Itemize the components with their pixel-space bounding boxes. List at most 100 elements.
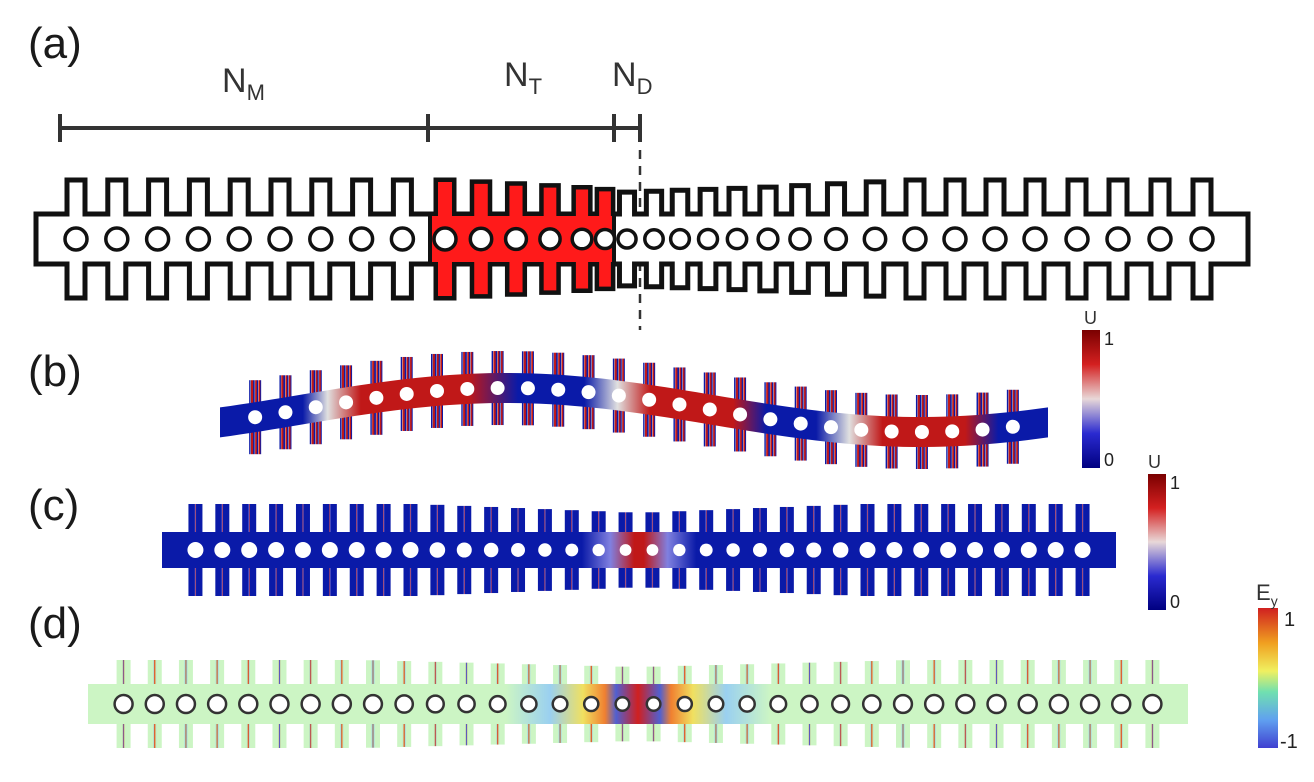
mode-hole [967,542,984,558]
mode-hole [913,542,930,558]
mode-hole [538,543,552,557]
beam-hole [104,226,130,252]
mode-hole [645,695,662,713]
mode-hole [581,385,596,400]
colorbar-b-max: 1 [1104,329,1114,349]
mirror-segment-label: NM [222,62,265,105]
beam-hole [668,227,692,251]
beam-hole [226,226,252,252]
mode-hole [268,542,285,558]
mode-hole [726,543,740,557]
mode-hole [800,694,819,714]
mode-hole [1017,693,1038,715]
mode-hole [831,694,851,714]
beam-hole [570,227,594,251]
mode-hole [429,542,446,558]
mode-hole [362,693,384,715]
mode-hole [402,542,419,558]
mode-hole [738,695,756,713]
mode-hole [520,381,535,396]
mode-hole [702,402,717,417]
mode-hole [331,693,353,715]
mode-hole [1047,542,1064,558]
beam-hole [1189,226,1215,252]
mode-hole [1020,542,1037,558]
mode-hole [490,381,505,396]
beam-hole [432,226,458,252]
beam-hole [788,227,812,251]
mode-hole [300,693,321,715]
mode-hole [294,542,311,558]
mode-hole [582,695,600,713]
mode-hole [861,694,882,714]
mode-hole [1005,419,1020,434]
beam-hole [538,227,562,251]
mode-hole [642,392,657,407]
beam-hole [63,226,89,252]
mode-hole [614,695,631,713]
mode-beam-body [88,660,1188,748]
mode-beam-strip [162,532,1116,568]
mode-hole [520,695,538,713]
mode-hole [699,543,713,557]
mode-hole [238,693,259,715]
beam-hole [643,228,665,250]
mode-hole [923,693,945,715]
beam-hole [1105,226,1131,252]
mode-hole [339,395,354,410]
taper-segment-label: NT [504,56,542,99]
mode-hole [488,694,507,714]
mode-hole [308,400,323,415]
mode-hole [673,543,686,557]
beam-hole [1147,226,1173,252]
mode-hole [914,424,929,439]
mode-hole [565,543,579,557]
beam-hole [593,227,617,251]
mode-hole [592,543,605,557]
mode-hole [779,542,795,558]
colorbar-b-title: U [1084,308,1097,328]
mode-hole [940,542,957,558]
mode-hole [113,693,134,715]
mode-hole [986,693,1007,715]
mode-hole [892,693,914,715]
colorbar-c-min: 0 [1170,592,1180,612]
panel-label-a: (a) [28,19,82,68]
mode-hole [993,542,1010,558]
mode-hole [369,390,384,405]
mode-hole [955,693,976,715]
mode-hole [430,383,444,398]
optical-mode-d [88,660,1188,748]
mode-hole [175,693,197,715]
beam-hole [616,228,638,250]
colorbar-d-title: Ey [1256,580,1278,609]
mode-hole [646,544,659,556]
beam-hole [468,226,494,252]
mode-hole [511,543,526,557]
mode-hole [619,544,632,556]
mode-hole [824,420,838,435]
mode-hole [1048,693,1070,715]
colorbar-c: U 1 0 [1148,452,1180,612]
panel-label-d: (d) [28,599,82,648]
beam-hole [696,227,720,251]
mode-hole [457,694,476,714]
beam-hole [144,226,171,252]
mode-hole [806,542,822,558]
mode-beam-strip [88,684,1188,724]
mode-hole [394,694,415,714]
colorbar-d: Ey 1 -1 [1256,580,1298,753]
mode-hole [551,382,566,397]
beam-hole [823,226,849,252]
mode-hole [278,405,293,420]
mode-hole [676,695,694,713]
beam-hole [942,226,968,252]
mode-hole [859,542,876,558]
beam-hole [185,226,212,252]
beam-hole [267,226,293,252]
nanobeam-schematic [33,177,1251,301]
mechanical-mode-c [162,504,1116,596]
mechanical-mode-b [220,351,1048,469]
mode-hole [214,542,231,558]
